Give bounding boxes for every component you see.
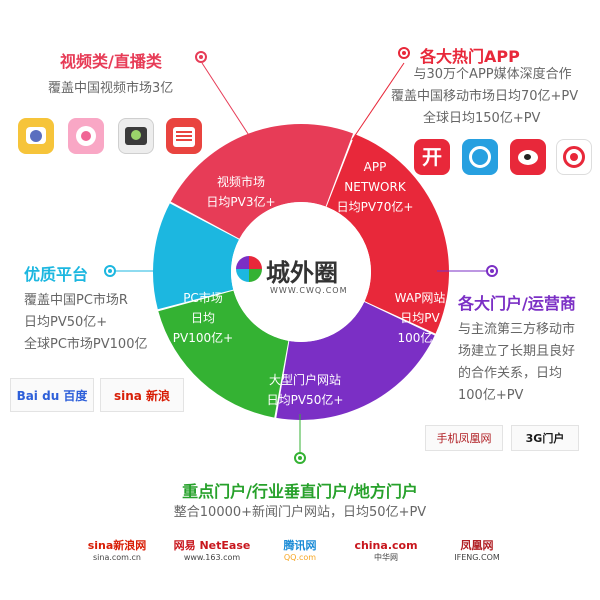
bottom-logo-netease: 网易 NetEase www.163.com [173, 539, 251, 563]
radio-app-icon [166, 118, 202, 154]
sina-logo: sina 新浪 [100, 378, 184, 412]
segment-label-portal: 大型门户网站 日均PV50亿+ [266, 373, 344, 407]
camera360-icon [118, 118, 154, 154]
brand-name: 城外圈 [266, 259, 338, 287]
callout-title-pc: 优质平台 [24, 265, 89, 284]
app-store-icon [556, 139, 592, 175]
camera-app-icon [18, 118, 54, 154]
callout-title-app: 各大热门APP [420, 47, 520, 66]
connector-dot-video [195, 51, 207, 63]
segment-label-app: APP NETWORK 日均PV70亿+ [336, 160, 414, 214]
callout-title-video: 视频类/直播类 [60, 52, 162, 71]
callout-title-wap: 各大门户/运营商 [458, 294, 576, 313]
connector-dot-pc [104, 265, 116, 277]
callout-desc-portal: 整合10000+新闻门户网站，日均50亿+PV [173, 505, 427, 520]
segment-pc-market [153, 203, 239, 310]
ifeng-mobile-logo: 手机凤凰网 [425, 425, 503, 451]
kai-app-icon: 开 [414, 139, 450, 175]
segment-large-portals [158, 290, 289, 418]
bottom-logo-sina: sina新浪网 sina.com.cn [87, 539, 147, 563]
pp-assistant-icon [462, 139, 498, 175]
center-logo: 城外圈 WWW.CWQ.COM [232, 252, 372, 300]
connector-line-app [351, 62, 405, 141]
segment-video-market [170, 124, 354, 239]
callout-desc-video: 覆盖中国视频市场3亿 [48, 81, 174, 96]
3g-portal-logo: 3G门户 [511, 425, 579, 451]
connector-dot-app [398, 47, 410, 59]
segment-app-network [326, 134, 449, 334]
segment-label-pc: PC市场 日均 PV100亿+ [172, 291, 234, 345]
donut-center [231, 202, 371, 342]
segment-label-wap: WAP网站 日均PV 100亿+ [394, 291, 446, 345]
connector-dot-wap [486, 265, 498, 277]
baidu-logo: Bai du 百度 [10, 378, 94, 412]
beauty-camera-icon [68, 118, 104, 154]
callout-desc-pc: 覆盖中国PC市场R 日均PV50亿+ 全球PC市场PV100亿 [24, 293, 148, 352]
weibo-icon [510, 139, 546, 175]
connector-dot-portal [294, 452, 306, 464]
segment-wap-sites [276, 302, 435, 420]
callout-desc-wap: 与主流第三方移动市 场建立了长期且良好 的合作关系，日均 100亿+PV [458, 322, 576, 403]
callout-desc-app: 与30万个APP媒体深度合作 覆盖中国移动市场日均70亿+PV 全球日均150亿… [391, 67, 579, 126]
callout-title-portal: 重点门户/行业垂直门户/地方门户 [182, 482, 418, 501]
bottom-logo-china: china.com 中华网 [354, 539, 418, 563]
bottom-logo-ifeng: 凤凰网 IFENG.COM [454, 539, 500, 563]
connector-line-video [201, 62, 253, 141]
segment-label-video: 视频市场 日均PV3亿+ [206, 175, 276, 209]
brand-mark-icon [236, 256, 262, 282]
bottom-logo-qq: 腾讯网 QQ.com [283, 539, 317, 563]
brand-url: WWW.CWQ.COM [270, 286, 348, 295]
